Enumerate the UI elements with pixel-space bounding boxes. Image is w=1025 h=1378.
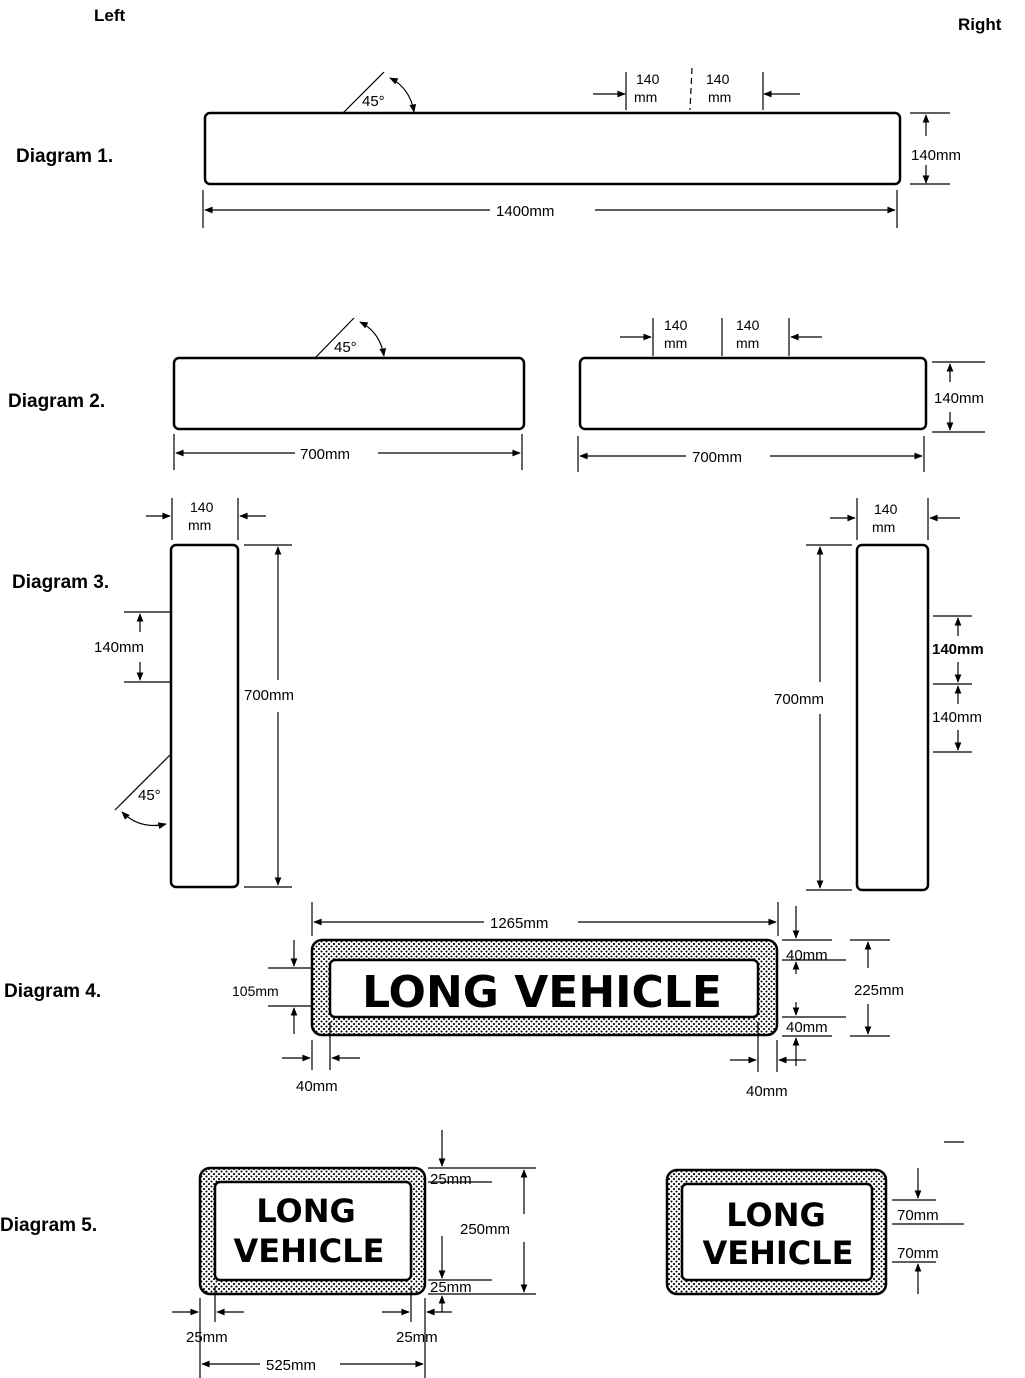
diagram-2-right-stripe-dim: 140 mm 140 mm bbox=[620, 317, 822, 356]
diagram-4-width-dim: 1265mm bbox=[311, 902, 779, 936]
diagram-3-left-length-dim: 700mm bbox=[244, 544, 294, 888]
diagram-3-right-width-text: 140 bbox=[874, 501, 898, 517]
diagram-2-stripe-b-text: 140 bbox=[736, 317, 760, 333]
diagram-3-right-plate bbox=[855, 543, 930, 892]
diagram-2-height-text: 140mm bbox=[934, 390, 984, 407]
diagram-4-border-bottom-text: 40mm bbox=[786, 1019, 828, 1036]
diagram-3-left-width-unit: mm bbox=[188, 517, 211, 533]
diagram-3-stripe-right-b-text: 140mm bbox=[932, 709, 982, 726]
diagram-4-width-text: 1265mm bbox=[490, 915, 548, 932]
diagram-5-label: Diagram 5. bbox=[0, 1215, 97, 1236]
diagram-1-stripe-a-text: 140 bbox=[636, 71, 660, 87]
diagram-1-width-text: 1400mm bbox=[496, 203, 554, 220]
diagram-3-label: Diagram 3. bbox=[12, 572, 109, 593]
diagram-5-right-line1: LONG bbox=[726, 1196, 826, 1234]
diagram-3-angle-dim: 45° bbox=[114, 753, 172, 829]
diagram-4-label: Diagram 4. bbox=[4, 981, 101, 1002]
diagram-4-right-border-dims: 40mm 40mm bbox=[782, 906, 846, 1066]
diagram-5-right-line2: VEHICLE bbox=[702, 1234, 853, 1272]
diagram-5-height-text: 250mm bbox=[460, 1221, 510, 1238]
diagram-4-sign-text: LONG VEHICLE bbox=[362, 967, 722, 1018]
diagram-3-right-length-dim: 700mm bbox=[774, 544, 852, 891]
diagram-1-angle-dim: 45° bbox=[342, 71, 417, 114]
diagram-2-stripe-a-text: 140 bbox=[664, 317, 688, 333]
diagram-2-right-height-dim: 140mm bbox=[932, 361, 985, 433]
diagram-3-left-stripe-dim: 140mm bbox=[94, 611, 170, 683]
diagram-4-border-right-text: 40mm bbox=[746, 1083, 788, 1100]
diagram-2-left-width-dim: 700mm bbox=[173, 434, 523, 470]
diagram-1-stripe-b-text: 140 bbox=[706, 71, 730, 87]
diagram-2-left-angle-dim: 45° bbox=[314, 317, 387, 359]
diagram-5-border-left-text: 25mm bbox=[186, 1329, 228, 1346]
diagram-2-label: Diagram 2. bbox=[8, 391, 105, 412]
diagram-3-length-left-text: 700mm bbox=[244, 687, 294, 704]
diagram-3-angle-text: 45° bbox=[138, 787, 161, 804]
diagram-3-stripe-right-a-text: 140mm bbox=[932, 641, 984, 658]
diagram-2-stripe-a-unit: mm bbox=[664, 335, 687, 351]
diagram-5-border-top-text: 25mm bbox=[430, 1171, 472, 1188]
diagram-1-stripe-a-unit: mm bbox=[634, 89, 657, 105]
diagram-4-letter-height-dim: 105mm bbox=[232, 940, 312, 1034]
diagram-2-right-plate bbox=[578, 356, 928, 431]
diagram-5-left-line2: VEHICLE bbox=[233, 1232, 384, 1270]
diagram-1-height-text: 140mm bbox=[911, 147, 961, 164]
diagram-4-height-dim: 225mm bbox=[850, 939, 904, 1037]
diagram-4-height-text: 225mm bbox=[854, 982, 904, 999]
diagram-1-angle-text: 45° bbox=[362, 93, 385, 110]
header-right: Right bbox=[958, 15, 1002, 34]
diagram-3-right-stripe-dim: 140mm 140mm bbox=[932, 615, 984, 753]
diagram-3-left-width-dim: 140 mm bbox=[146, 498, 266, 540]
diagram-3-right-width-dim: 140 mm bbox=[830, 498, 960, 540]
diagram-5-width-text: 525mm bbox=[266, 1357, 316, 1374]
diagram-4-bottom-border-dims: 40mm 40mm bbox=[282, 1022, 806, 1100]
diagram-3-stripe-left-text: 140mm bbox=[94, 639, 144, 656]
diagram-4-long-vehicle-sign: LONG VEHICLE bbox=[310, 938, 779, 1037]
diagram-2-left-plate bbox=[172, 356, 526, 431]
diagram-4-border-left-text: 40mm bbox=[296, 1078, 338, 1095]
diagram-5-letter-a-text: 70mm bbox=[897, 1207, 939, 1224]
diagram-1-stripe-width-dim: 140 mm 140 mm bbox=[593, 67, 800, 111]
diagram-5-right-letter-dims: 70mm 70mm bbox=[892, 1141, 964, 1294]
diagram-2-right-width-dim: 700mm bbox=[577, 436, 925, 472]
diagram-4-border-top-text: 40mm bbox=[786, 947, 828, 964]
diagram-3-left-plate bbox=[169, 543, 240, 889]
diagram-1-stripe-b-unit: mm bbox=[708, 89, 731, 105]
diagram-2-stripe-b-unit: mm bbox=[736, 335, 759, 351]
diagram-5-left-line1: LONG bbox=[256, 1192, 356, 1230]
diagram-5-border-right-text: 25mm bbox=[396, 1329, 438, 1346]
diagram-2-width-right-text: 700mm bbox=[692, 449, 742, 466]
diagram-5-border-bottom-text: 25mm bbox=[430, 1279, 472, 1296]
diagram-1-height-dim: 140mm bbox=[910, 112, 961, 185]
diagram-2-width-left-text: 700mm bbox=[300, 446, 350, 463]
diagram-3-length-right-text: 700mm bbox=[774, 691, 824, 708]
diagram-4-letter-height-text: 105mm bbox=[232, 983, 279, 999]
diagram-3-left-width-text: 140 bbox=[190, 499, 214, 515]
diagram-5-left-sign: LONG VEHICLE bbox=[198, 1166, 427, 1296]
diagram-1-label: Diagram 1. bbox=[16, 146, 113, 167]
diagram-3-right-width-unit: mm bbox=[872, 519, 895, 535]
diagram-1-marker-plate bbox=[203, 111, 902, 186]
diagram-5-letter-b-text: 70mm bbox=[897, 1245, 939, 1262]
diagram-1-width-dim: 1400mm bbox=[202, 190, 898, 228]
diagram-5-left-horizontal-dims: 25mm 25mm 525mm bbox=[172, 1286, 452, 1378]
header-left: Left bbox=[94, 6, 126, 25]
diagram-5-left-vertical-dims: 25mm 25mm 250mm bbox=[428, 1130, 536, 1312]
diagram-2-angle-text: 45° bbox=[334, 339, 357, 356]
diagram-5-right-sign: LONG VEHICLE bbox=[665, 1168, 888, 1296]
